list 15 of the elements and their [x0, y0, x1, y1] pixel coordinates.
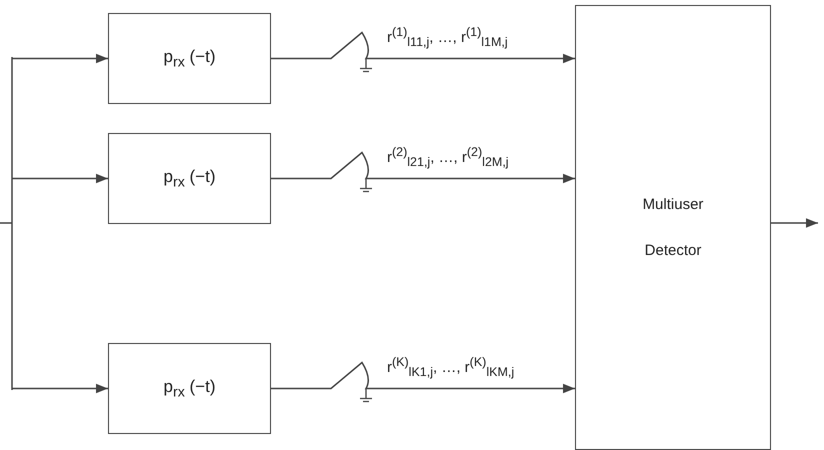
arrow	[271, 32, 575, 64]
filter-box	[108, 13, 271, 104]
detector-box	[575, 5, 771, 450]
arrow	[12, 54, 108, 64]
filter-label: p$_{rx}$ (−t)	[164, 166, 216, 190]
arrow	[771, 218, 818, 228]
arrow	[271, 152, 575, 184]
filter-box	[108, 343, 271, 434]
filter-label: p$_{rx}$ (−t)	[164, 46, 216, 70]
detector-label: Multiuser Detector	[642, 194, 704, 260]
arrow	[12, 174, 108, 184]
filter-label: p$_{rx}$ (−t)	[164, 376, 216, 400]
arrow	[271, 362, 575, 394]
arrow	[12, 384, 108, 394]
filter-box	[108, 133, 271, 224]
